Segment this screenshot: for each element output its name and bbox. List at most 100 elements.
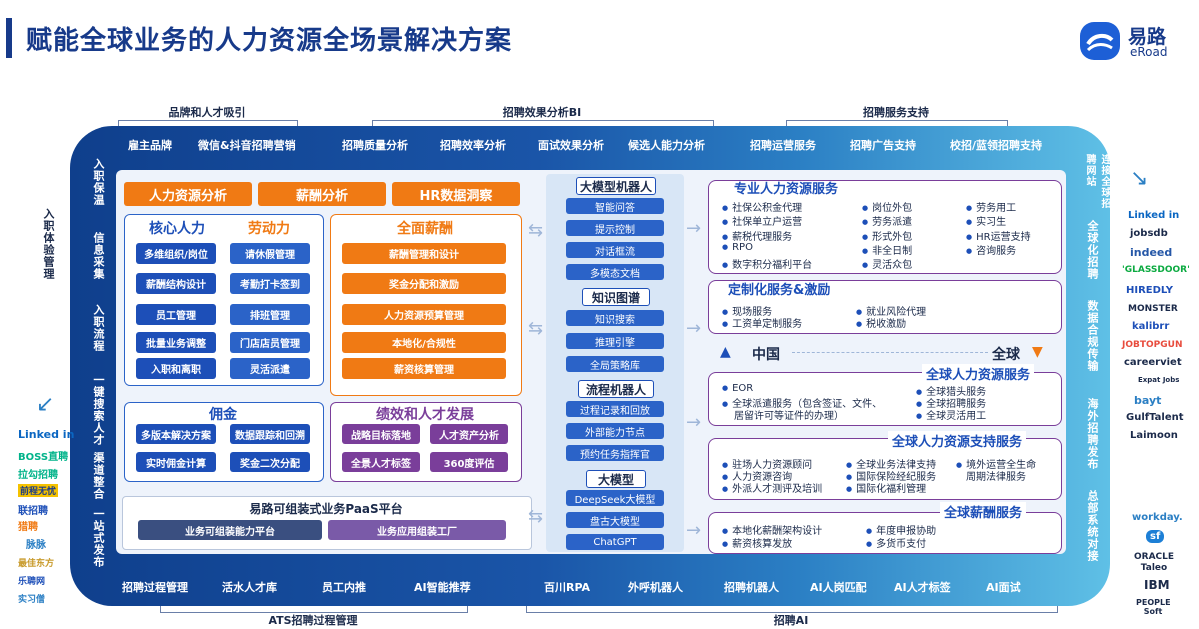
top-item[interactable]: 招聘广告支持 [850, 139, 916, 152]
commission-item[interactable]: 实时佣金计算 [136, 452, 216, 472]
commission-title: 佣金 [209, 407, 237, 423]
bottom-item[interactable]: AI人岗匹配 [810, 581, 867, 594]
workday-logo: workday. [1132, 512, 1183, 523]
payroll-item[interactable]: 薪酬管理和设计 [342, 243, 506, 264]
china-label: 中国 [752, 347, 780, 363]
payroll-title: 全面薪酬 [397, 221, 453, 237]
llm-robot-item[interactable]: 提示控制 [566, 220, 664, 236]
core-hr-box [124, 214, 324, 386]
commission-item[interactable]: 多版本解决方案 [136, 424, 216, 444]
global-hr-item: 全球招聘服务 [916, 395, 986, 410]
right-col-item[interactable]: 全球化招聘 [1086, 220, 1099, 280]
left-col-item[interactable]: 渠道整合 [92, 452, 105, 500]
pro-hr-item: 社保公积金代理 [722, 199, 802, 214]
knowledge-item[interactable]: 推理引擎 [566, 333, 664, 349]
knowledge-item[interactable]: 全局策略库 [566, 356, 664, 372]
bottom-item[interactable]: AI面试 [986, 581, 1021, 594]
bottom-item[interactable]: 员工内推 [322, 581, 366, 594]
commission-item[interactable]: 奖金二次分配 [230, 452, 310, 472]
llm-robot-item[interactable]: 对话框流 [566, 242, 664, 258]
gulftalent-logo: GulfTalent [1126, 412, 1184, 423]
top-item[interactable]: 校招/蓝领招聘支持 [950, 139, 1043, 152]
bracket-brand: 品牌和人才吸引 [168, 106, 246, 119]
left-col-item[interactable]: 一站式发布 [92, 508, 105, 568]
labor-item[interactable]: 请休假管理 [230, 243, 310, 264]
payroll-item[interactable]: 本地化/合规性 [342, 332, 506, 353]
labor-item[interactable]: 灵活派遣 [230, 358, 310, 379]
paas-left-button[interactable]: 业务可组装能力平台 [138, 520, 322, 540]
core-hr-item[interactable]: 批量业务调整 [136, 332, 216, 353]
bracket-ai: 招聘AI [773, 614, 809, 627]
careerviet-logo: careerviet [1124, 357, 1182, 368]
top-item[interactable]: 招聘运营服务 [750, 139, 816, 152]
global-support-item: 全球业务法律支持 [846, 456, 936, 471]
core-hr-item[interactable]: 员工管理 [136, 304, 216, 325]
core-hr-item[interactable]: 入职和离职 [136, 358, 216, 379]
left-col-item[interactable]: 入职保温 [92, 158, 105, 206]
kalibrr-logo: kalibrr [1132, 321, 1170, 332]
performance-item[interactable]: 全景人才标签 [342, 452, 420, 472]
pro-hr-item: 咨询服务 [966, 242, 1016, 257]
labor-item[interactable]: 考勤打卡签到 [230, 273, 310, 294]
right-col-item[interactable]: 数据合规传输 [1086, 300, 1099, 372]
payroll-item[interactable]: 薪资核算管理 [342, 358, 506, 379]
performance-item[interactable]: 人才资产分析 [430, 424, 508, 444]
bottom-item[interactable]: 百川RPA [544, 581, 591, 594]
process-robot-item[interactable]: 外部能力节点 [566, 423, 664, 439]
global-support-item: 外派人才测评及培训 [722, 480, 822, 495]
core-hr-item[interactable]: 薪酬结构设计 [136, 273, 216, 294]
top-item[interactable]: 招聘质量分析 [342, 139, 408, 152]
llm-item[interactable]: ChatGPT [566, 534, 664, 550]
llm-item[interactable]: 盘古大模型 [566, 512, 664, 528]
hr-analysis-button[interactable]: 人力资源分析 [124, 182, 252, 206]
bottom-item[interactable]: AI智能推荐 [414, 581, 471, 594]
right-col-item[interactable]: 总部系统对接 [1086, 490, 1099, 562]
llm-item[interactable]: DeepSeek大模型 [566, 490, 664, 506]
left-col-item[interactable]: 入职流程 [92, 304, 105, 352]
performance-title: 绩效和人才发展 [376, 407, 474, 423]
llm-robot-item[interactable]: 智能问答 [566, 198, 664, 214]
jobtopgun-logo: JOBTOPGUN [1122, 340, 1183, 350]
oracle-taleo-logo: ORACLE Taleo [1134, 552, 1175, 573]
commission-item[interactable]: 数据跟踪和回溯 [230, 424, 310, 444]
bottom-item[interactable]: AI人才标签 [894, 581, 951, 594]
top-item[interactable]: 微信&抖音招聘营销 [198, 139, 296, 152]
labor-item[interactable]: 排班管理 [230, 304, 310, 325]
hr-insight-button[interactable]: HR数据洞察 [392, 182, 520, 206]
bottom-item[interactable]: 活水人才库 [222, 581, 277, 594]
global-support-item: 境外运营全生命 [956, 456, 1036, 471]
global-pay-item: 多货币支付 [866, 535, 926, 550]
labor-item[interactable]: 门店店员管理 [230, 332, 310, 353]
bottom-item[interactable]: 招聘过程管理 [122, 581, 188, 594]
global-support-item: 人力资源咨询 [722, 468, 792, 483]
paas-right-button[interactable]: 业务应用组装工厂 [328, 520, 506, 540]
performance-item[interactable]: 战略目标落地 [342, 424, 420, 444]
left-col-item[interactable]: 一键搜索人才 [92, 374, 105, 446]
payroll-item[interactable]: 奖金分配和激励 [342, 273, 506, 294]
pro-hr-title: 专业人力资源服务 [734, 182, 839, 197]
paas-title: 易路可组装式业务PaaS平台 [249, 502, 403, 516]
payroll-item[interactable]: 人力资源预算管理 [342, 304, 506, 325]
knowledge-item[interactable]: 知识搜索 [566, 310, 664, 326]
arrow-icon: → [686, 318, 702, 339]
global-support-item: 驻场人力资源顾问 [722, 456, 812, 471]
left-col-item[interactable]: 信息采集 [92, 232, 105, 280]
top-item[interactable]: 招聘效率分析 [440, 139, 506, 152]
top-item[interactable]: 面试效果分析 [538, 139, 604, 152]
performance-item[interactable]: 360度评估 [430, 452, 508, 472]
bottom-item[interactable]: 招聘机器人 [724, 581, 779, 594]
process-robot-item[interactable]: 预约任务指挥官 [566, 445, 664, 461]
right-col-connect[interactable]: 连接全球招聘网站 [1084, 154, 1110, 209]
process-robot-item[interactable]: 过程记录和回放 [566, 401, 664, 417]
core-hr-item[interactable]: 多维组织/岗位 [136, 243, 216, 264]
salary-analysis-button[interactable]: 薪酬分析 [258, 182, 386, 206]
pro-hr-item: 实习生 [966, 213, 1006, 228]
top-item[interactable]: 候选人能力分析 [628, 139, 705, 152]
top-item[interactable]: 雇主品牌 [128, 139, 172, 152]
llm-robot-item[interactable]: 多模态文档 [566, 264, 664, 280]
peoplesoft-logo: PEOPLE Soft [1136, 598, 1171, 616]
bottom-item[interactable]: 外呼机器人 [628, 581, 683, 594]
right-col-item[interactable]: 海外招聘发布 [1086, 398, 1099, 470]
triangle-up-icon: ▲ [720, 344, 731, 360]
global-hr-item: 全球灵活用工 [916, 407, 986, 422]
